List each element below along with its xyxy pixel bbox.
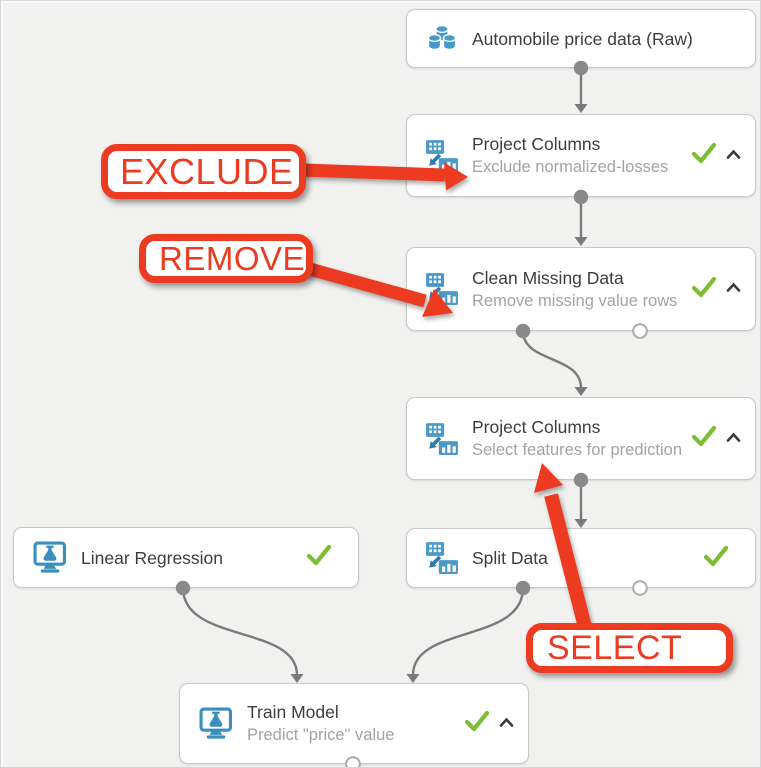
node-split-data[interactable]: Split Data bbox=[406, 528, 756, 588]
module-title: Automobile price data (Raw) bbox=[472, 28, 693, 49]
node-linear-regression[interactable]: Linear Regression bbox=[13, 527, 359, 588]
module-title: Split Data bbox=[472, 548, 548, 568]
edge-linreg-to-train bbox=[181, 587, 299, 676]
success-check-icon bbox=[691, 276, 717, 303]
annotation-label: SELECT bbox=[547, 628, 683, 667]
collapse-chevron-icon[interactable] bbox=[499, 715, 514, 733]
success-check-icon bbox=[691, 142, 717, 169]
edge-split-to-train bbox=[411, 587, 525, 676]
annotation-label: REMOVE bbox=[159, 239, 306, 277]
collapse-chevron-icon[interactable] bbox=[726, 147, 741, 165]
module-title: Clean Missing Data bbox=[472, 267, 624, 288]
success-check-icon bbox=[703, 545, 729, 572]
annotation-select: SELECT bbox=[526, 623, 733, 673]
success-check-icon bbox=[691, 425, 717, 452]
module-subtitle: Predict "price" value bbox=[247, 726, 395, 744]
node-project-columns-exclude[interactable]: Project Columns Exclude normalized-losse… bbox=[406, 114, 756, 197]
annotation-exclude: EXCLUDE bbox=[101, 144, 306, 199]
edge-clean-to-project2 bbox=[521, 330, 583, 389]
node-clean-missing-data[interactable]: Clean Missing Data Remove missing value … bbox=[406, 247, 756, 331]
module-title: Project Columns bbox=[472, 134, 601, 154]
success-check-icon bbox=[306, 544, 332, 571]
module-subtitle: Select features for prediction bbox=[472, 441, 683, 459]
collapse-chevron-icon[interactable] bbox=[726, 430, 741, 448]
module-title: Train Model bbox=[247, 702, 339, 722]
module-title: Project Columns bbox=[472, 417, 601, 437]
node-train-model[interactable]: Train Model Predict "price" value bbox=[179, 683, 529, 764]
columns-module-icon bbox=[425, 422, 459, 456]
columns-module-icon bbox=[425, 541, 459, 575]
annotation-label: EXCLUDE bbox=[120, 150, 294, 192]
model-monitor-flask-icon bbox=[198, 707, 234, 740]
node-automobile-price-data[interactable]: Automobile price data (Raw) bbox=[406, 9, 756, 68]
success-check-icon bbox=[464, 710, 490, 737]
dataset-cylinders-icon bbox=[425, 24, 459, 54]
model-monitor-flask-icon bbox=[32, 541, 68, 574]
module-subtitle: Remove missing value rows bbox=[472, 291, 678, 310]
columns-module-icon bbox=[425, 139, 459, 173]
collapse-chevron-icon[interactable] bbox=[726, 280, 741, 298]
node-project-columns-select[interactable]: Project Columns Select features for pred… bbox=[406, 397, 756, 480]
module-subtitle: Exclude normalized-losses bbox=[472, 158, 669, 176]
annotation-remove: REMOVE bbox=[139, 234, 313, 283]
columns-module-icon bbox=[425, 272, 459, 306]
module-title: Linear Regression bbox=[81, 547, 224, 568]
